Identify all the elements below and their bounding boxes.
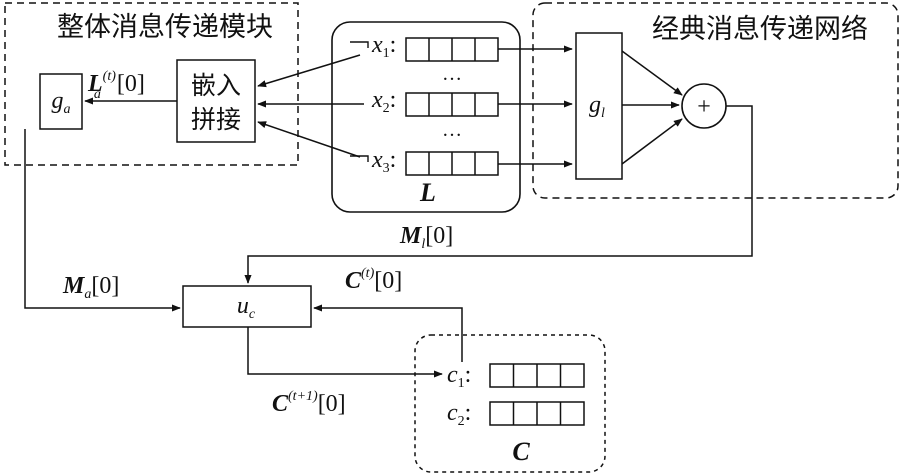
clause-c2: c2: (447, 400, 585, 429)
arrow-sum-to-u-c (244, 105, 753, 284)
arrow-c1-to-u-c (313, 304, 463, 362)
g-l-base: g (589, 92, 601, 118)
svg-text:x3:: x3: (371, 147, 396, 176)
literal-x3-vector (405, 151, 499, 176)
literal-x2-vector (405, 92, 499, 117)
clause-c1-vector (489, 363, 585, 388)
svg-text:x2:: x2: (371, 87, 396, 116)
clause-c2-vector (489, 401, 585, 426)
g-a-base: g (52, 88, 64, 114)
label-m-a: Ma[0] (62, 273, 119, 302)
literal-set-label: L (419, 178, 436, 207)
literal-x3: x3: (371, 147, 499, 176)
arrow-x3-to-embed (257, 121, 361, 158)
classic-message-passing-region: 经典消息传递网络 (532, 2, 899, 199)
literal-x1: x1: (371, 32, 499, 62)
connections (24, 45, 753, 378)
svg-text:x1:: x1: (371, 32, 396, 61)
svg-text:c2:: c2: (447, 400, 471, 429)
g-a-sub: a (64, 102, 71, 117)
svg-text:uc: uc (237, 293, 256, 322)
label-m-l: Ml[0] (399, 223, 453, 252)
arrow-g-a-to-u-c (24, 129, 181, 312)
sum-node: + (681, 83, 727, 129)
negation-mark-x1 (350, 41, 369, 48)
g-l-sub: l (601, 106, 605, 121)
literal-x2: x2: (371, 87, 499, 117)
embed-concat-node: 嵌入 拼接 (176, 59, 256, 143)
global-message-passing-region: 整体消息传递模块 (4, 2, 299, 166)
clause-set-c: c1: c2: C (414, 334, 606, 473)
svg-text:c1:: c1: (447, 362, 471, 391)
clause-c1: c1: (447, 362, 585, 391)
literal-ellipsis-1: … (442, 63, 462, 85)
arrow-g-l-to-sum-3 (621, 118, 683, 165)
label-c-t-plus-1: C(t+1)[0] (272, 389, 346, 417)
arrow-x1-to-embed (257, 54, 361, 88)
literal-set-l: x1: … x2: … x3 (331, 21, 521, 213)
u-c-sub: c (249, 307, 256, 322)
embed-concat-line1: 嵌入 (191, 71, 241, 100)
label-c-t: C(t)[0] (345, 266, 402, 294)
clause-set-label: C (512, 437, 530, 466)
arrow-u-c-to-c1 (247, 327, 443, 378)
classic-message-passing-title: 经典消息传递网络 (652, 14, 868, 45)
global-message-passing-title: 整体消息传递模块 (57, 12, 273, 43)
g-l-node: gl (575, 32, 623, 180)
svg-text:ga: ga (52, 88, 71, 117)
svg-text:gl: gl (589, 92, 605, 121)
literal-x1-vector (405, 37, 499, 62)
literal-ellipsis-2: … (442, 119, 462, 141)
u-c-node: uc (182, 285, 312, 328)
label-l-a-t: L(t)a[0] (87, 69, 145, 102)
g-a-node: ga (39, 73, 83, 130)
sum-symbol: + (697, 94, 711, 120)
u-c-base: u (237, 293, 249, 319)
arrow-g-l-to-sum-1 (621, 50, 683, 96)
embed-concat-line2: 拼接 (191, 105, 241, 134)
